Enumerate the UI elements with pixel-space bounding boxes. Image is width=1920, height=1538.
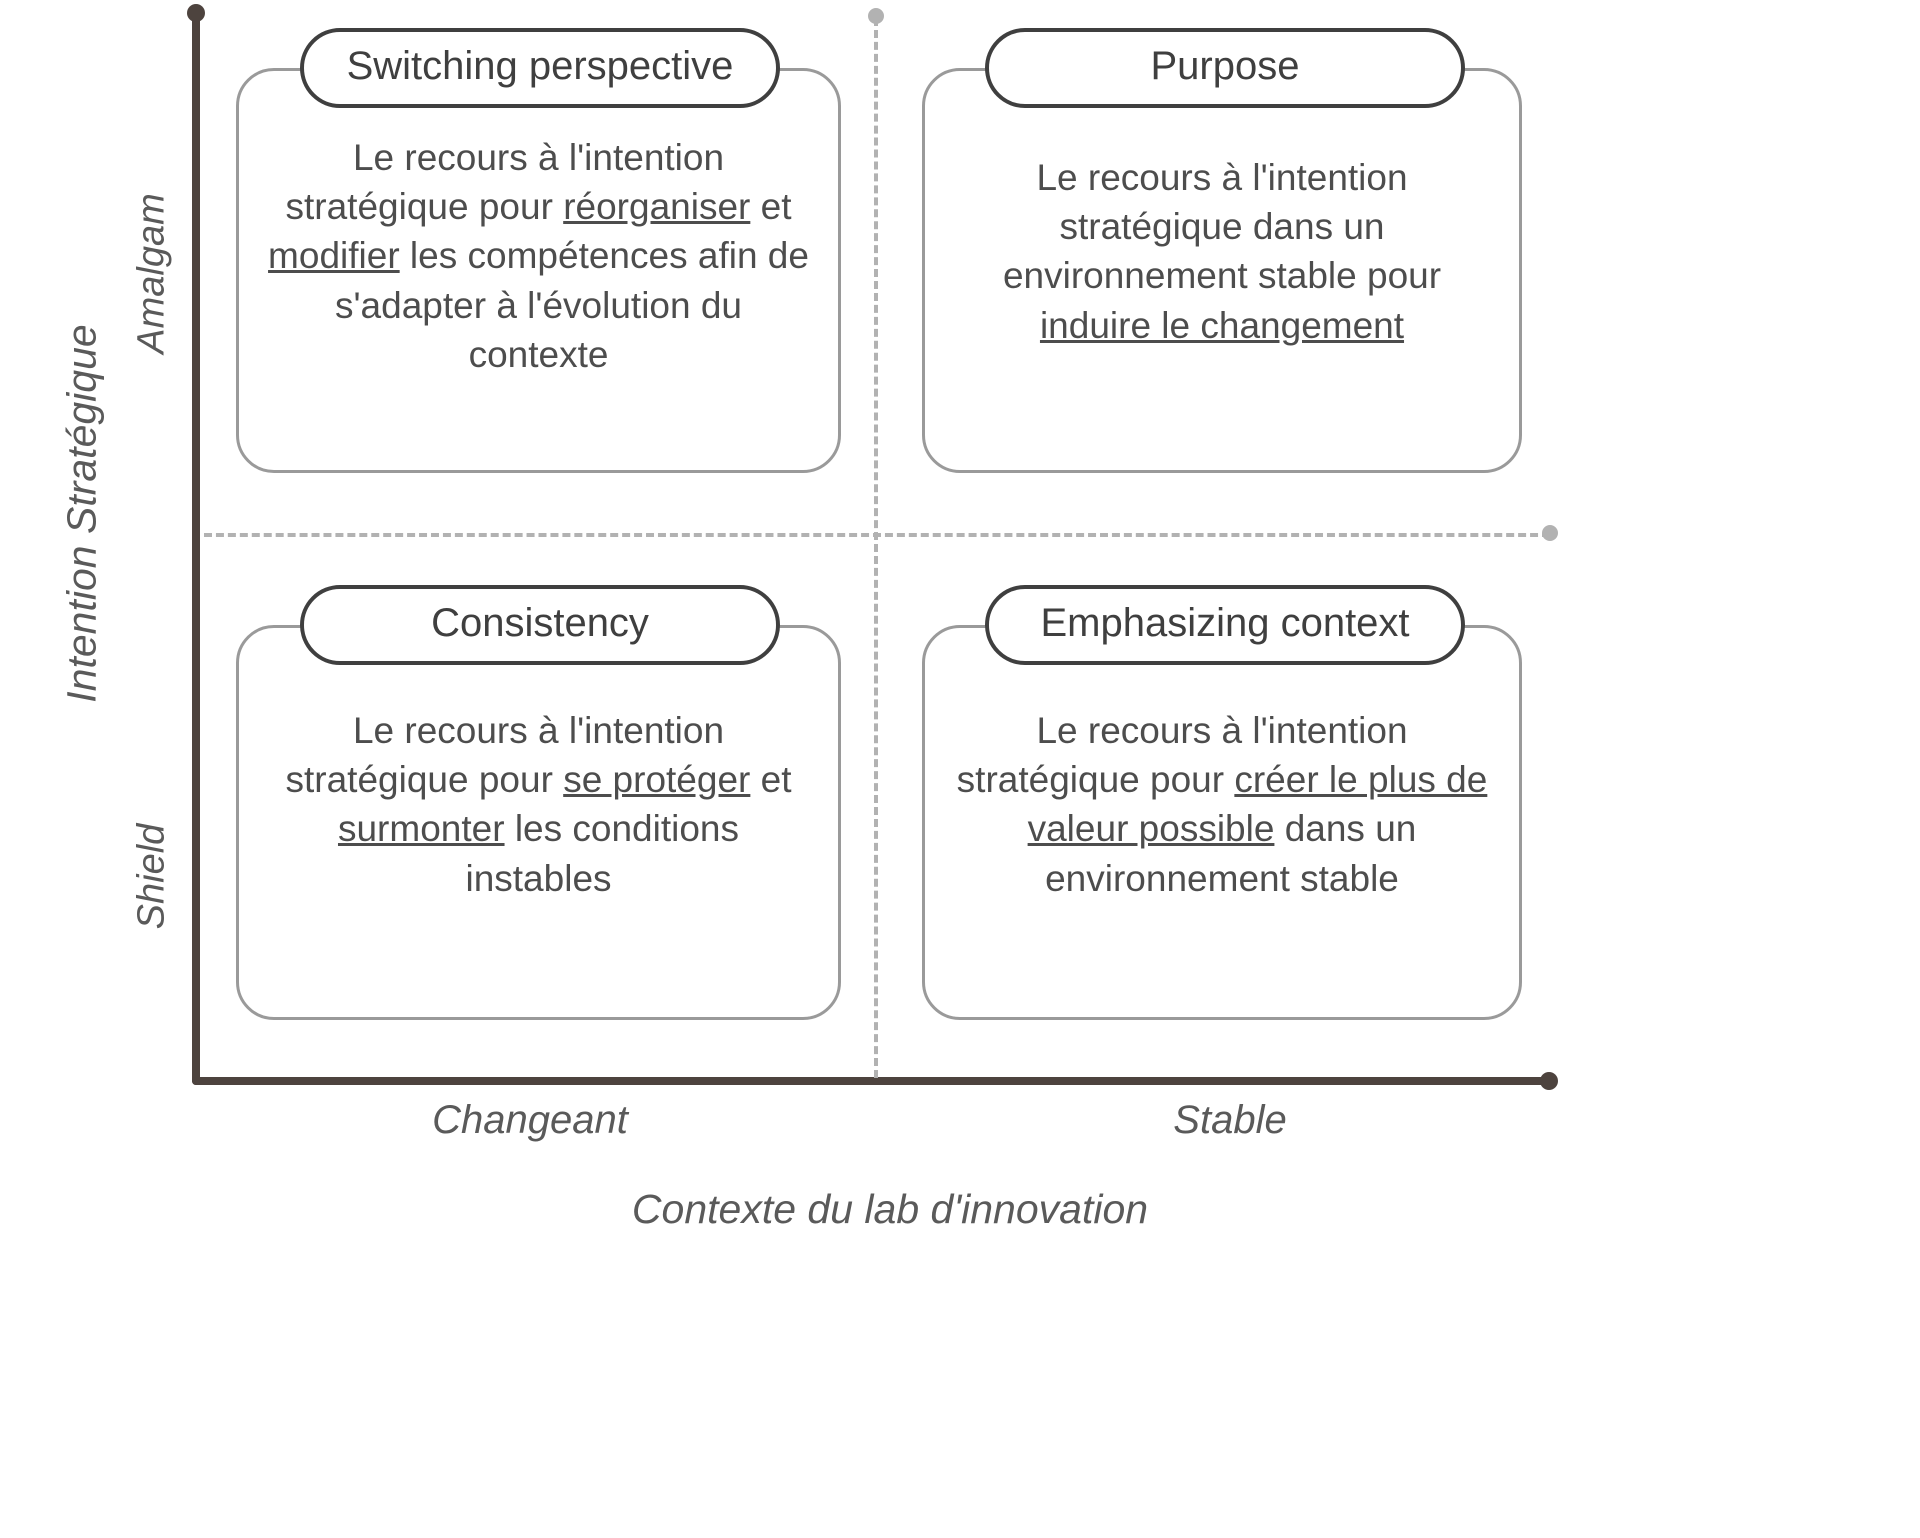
x-axis-line [192,1077,1550,1085]
vertical-divider-end-dot [868,8,884,24]
quadrant-card-consistency[interactable]: Le recours à l'intention stratégique pou… [236,625,841,1020]
y-axis-line [192,10,200,1085]
horizontal-divider-end-dot [1542,525,1558,541]
quadrant-body-consistency: Le recours à l'intention stratégique pou… [285,710,792,899]
quadrant-label-consistency[interactable]: Consistency [300,585,780,665]
quadrant-label-switching-perspective[interactable]: Switching perspective [300,28,780,108]
horizontal-quadrant-divider [204,533,1550,537]
quadrant-label-purpose[interactable]: Purpose [985,28,1465,108]
quadrant-body-switching-perspective: Le recours à l'intention stratégique pou… [268,137,809,375]
y-axis-tick-shield: Shield [130,823,173,930]
quadrant-card-switching-perspective[interactable]: Le recours à l'intention stratégique pou… [236,68,841,473]
x-axis-title: Contexte du lab d'innovation [631,1186,1149,1232]
x-axis-tick-changeant: Changeant [432,1098,628,1142]
y-axis-title: Intention Stratégique [58,324,105,703]
vertical-quadrant-divider [874,18,878,1078]
quadrant-body-emphasizing-context: Le recours à l'intention stratégique pou… [956,710,1488,899]
x-axis-tick-stable: Stable [1173,1098,1287,1142]
quadrant-label-emphasizing-context[interactable]: Emphasizing context [985,585,1465,665]
y-axis-tick-amalgam: Amalgam [130,193,173,354]
x-axis-end-dot [1540,1072,1558,1090]
y-axis-end-dot [187,4,205,22]
quadrant-card-emphasizing-context[interactable]: Le recours à l'intention stratégique pou… [922,625,1522,1020]
quadrant-card-purpose[interactable]: Le recours à l'intention stratégique dan… [922,68,1522,473]
quadrant-body-purpose: Le recours à l'intention stratégique dan… [1002,157,1442,346]
